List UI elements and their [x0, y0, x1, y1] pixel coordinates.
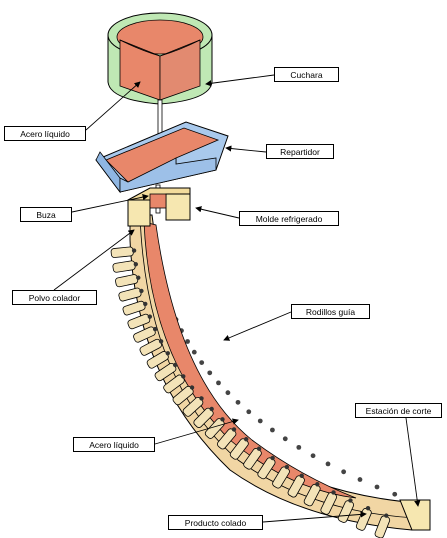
label-cuchara: Cuchara: [274, 67, 339, 82]
guide-roller-outer: [192, 350, 197, 355]
label-buza: Buza: [20, 207, 72, 222]
guide-roller-outer: [216, 380, 221, 385]
guide-roller-outer: [392, 492, 397, 497]
guide-roller-outer: [296, 445, 301, 450]
guide-roller-outer: [283, 436, 288, 441]
guide-roller-outer: [358, 477, 363, 482]
guide-roller-outer: [246, 409, 251, 414]
label-molde-refrigerado: Molde refrigerado: [239, 211, 339, 226]
label-estacion-de-corte: Estación de corte: [355, 403, 442, 418]
label-repartidor: Repartidor: [266, 144, 334, 159]
guide-roller-outer: [311, 453, 316, 458]
guide-roller-outer: [207, 370, 212, 375]
guide-roller-outer: [375, 485, 380, 490]
mold: [128, 188, 190, 226]
ladle: [108, 13, 212, 104]
guide-roller-outer: [236, 400, 241, 405]
label-polvo-colador: Polvo colador: [12, 290, 97, 305]
label-rodillos-guia: Rodillos guía: [291, 304, 370, 319]
label-producto-colado: Producto colado: [168, 515, 263, 530]
label-acero-liquido-top: Acero líquido: [4, 126, 86, 141]
guide-roller-outer: [258, 419, 263, 424]
guide-roller-outer: [326, 461, 331, 466]
label-acero-liquido-bottom: Acero líquido: [73, 437, 155, 452]
tundish: [96, 122, 228, 192]
guide-roller-outer: [226, 390, 231, 395]
guide-roller-outer: [199, 360, 204, 365]
guide-roller-outer: [270, 428, 275, 433]
guide-roller-outer: [341, 469, 346, 474]
